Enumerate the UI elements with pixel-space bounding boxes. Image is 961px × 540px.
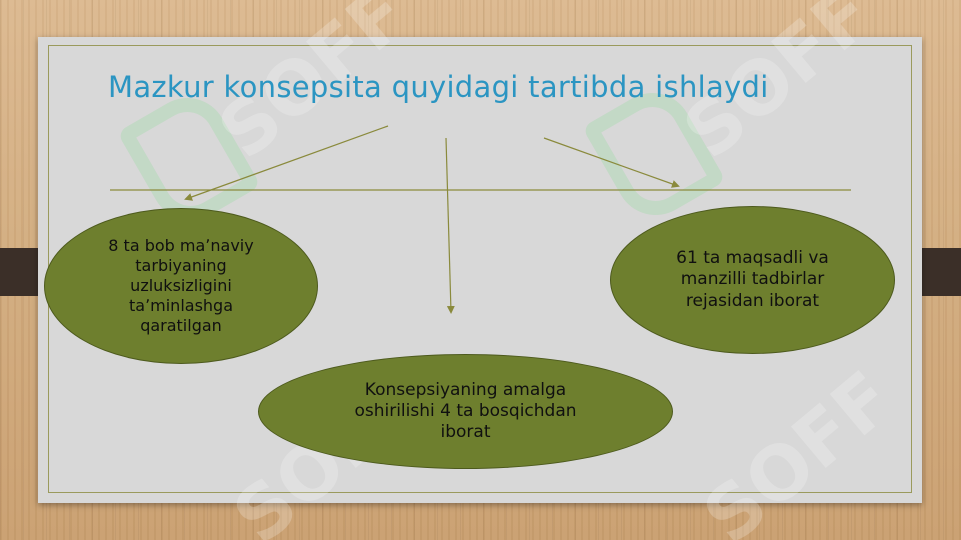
node-left-text: 8 ta bob maʼnaviy tarbiyaning uzluksizli… <box>108 236 254 335</box>
slide-title: Mazkur konsepsita quyidagi tartibda ishl… <box>108 70 769 104</box>
node-bottom-text: Konsepsiyaning amalga oshirilishi 4 ta b… <box>354 379 577 443</box>
node-right-ellipse: 61 ta maqsadli va manzilli tadbirlar rej… <box>610 206 895 354</box>
node-bottom-ellipse: Konsepsiyaning amalga oshirilishi 4 ta b… <box>258 354 673 469</box>
left-side-tab <box>0 248 44 296</box>
node-right-text: 61 ta maqsadli va manzilli tadbirlar rej… <box>676 248 829 311</box>
node-left-ellipse: 8 ta bob maʼnaviy tarbiyaning uzluksizli… <box>44 208 318 364</box>
